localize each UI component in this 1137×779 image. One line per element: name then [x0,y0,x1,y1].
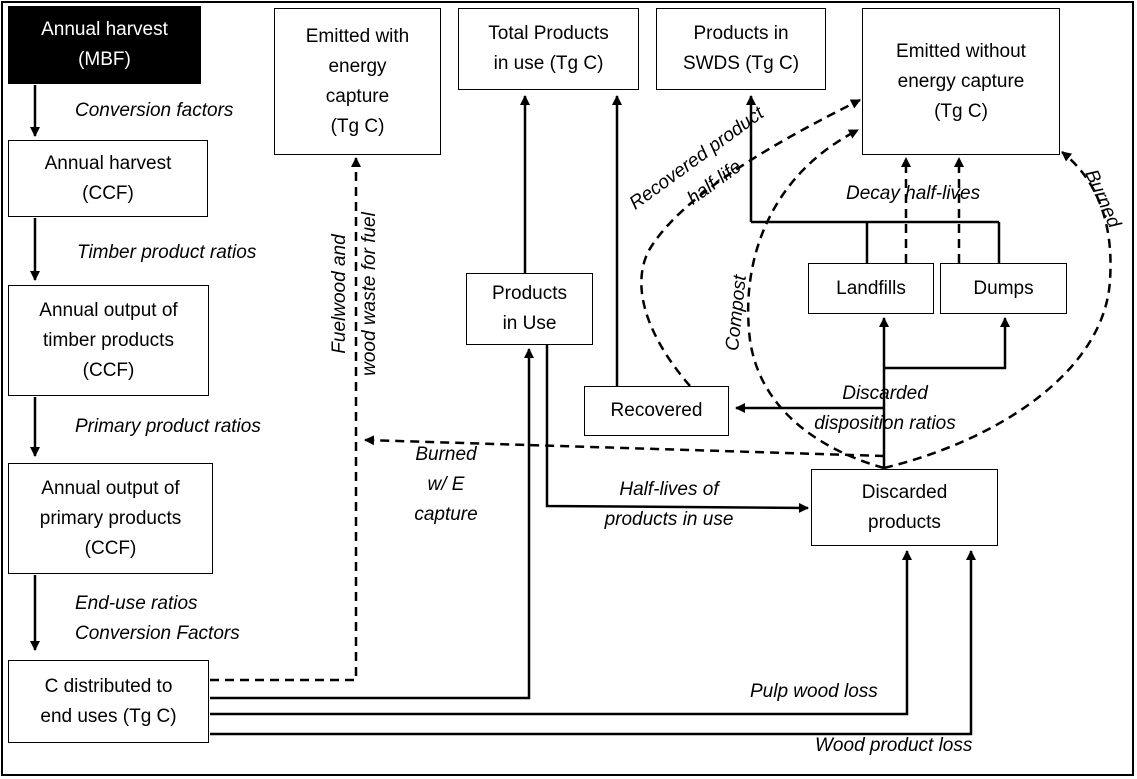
products-in-use-box: Products in Use [466,273,593,345]
dumps-box: Dumps [940,263,1067,314]
c-distributed-box: C distributed to end uses (Tg C) [8,660,209,743]
label-wood-product-loss: Wood product loss [815,735,973,756]
discarded-products-box: Discarded products [811,469,998,546]
arrow-wood-product-loss [210,550,976,736]
emitted-without-energy-capture-box: Emitted without energy capture (Tg C) [862,8,1060,155]
label-conversion-factors: Conversion factors [75,100,234,121]
arrow-recovered-half-life [640,98,861,387]
arrow-pulp-wood-loss [210,550,912,716]
timber-products-box: Annual output of timber products (CCF) [8,285,209,396]
products-in-swds-box: Products in SWDS (Tg C) [656,8,826,90]
label-fuelwood: Fuelwood and wood waste for fuel [329,212,380,376]
label-decay-half-lives: Decay half-lives [846,183,981,204]
label-half-lives-products-in-use: Half-lives of products in use [604,479,734,530]
annual-harvest-mbf-box: Annual harvest (MBF) [8,6,201,84]
arrow-to-dumps [884,317,1010,370]
arrow-burned [883,151,1112,470]
arrow-fuelwood [210,157,361,682]
label-burned-e-capture: Burned w/ E capture [414,444,478,525]
arrow-compost [746,128,885,470]
label-pulp-wood-loss: Pulp wood loss [750,681,878,702]
arrow-burned-e-capture [364,435,885,458]
label-primary-product-ratios: Primary product ratios [75,416,261,437]
annual-harvest-ccf-box: Annual harvest (CCF) [8,140,208,217]
label-end-use-ratios: End-use ratios Conversion Factors [75,593,240,644]
landfills-box: Landfills [808,263,934,314]
total-products-in-use-box: Total Products in use (Tg C) [458,8,639,90]
arrow-to-products-in-use [210,348,534,700]
emitted-with-energy-capture-box: Emitted with energy capture (Tg C) [274,8,441,155]
recovered-box: Recovered [584,386,729,436]
label-timber-product-ratios: Timber product ratios [77,242,257,263]
label-discarded-disposition-ratios: Discarded disposition ratios [814,383,956,434]
primary-products-box: Annual output of primary products (CCF) [8,463,213,574]
arrow-half-lives [545,345,809,513]
